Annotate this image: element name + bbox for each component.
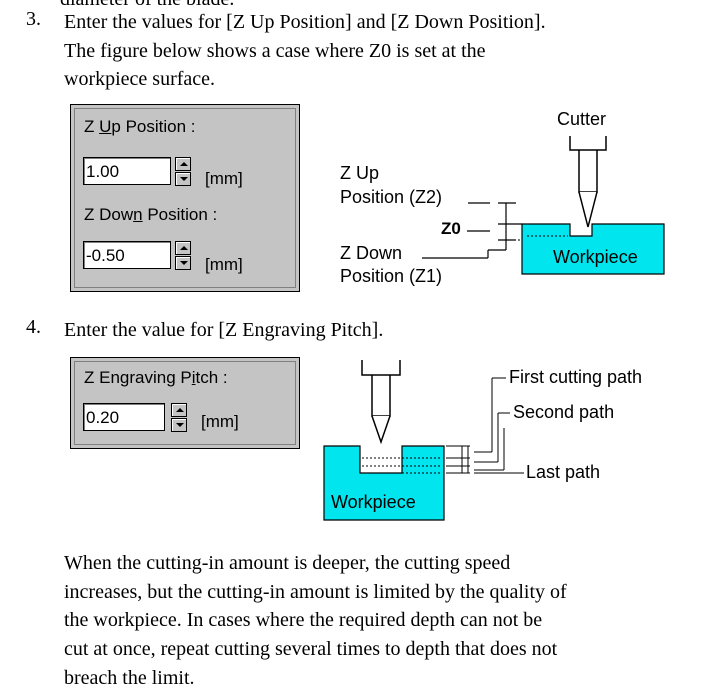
zdown-label: Z Down Position : bbox=[84, 205, 218, 224]
closing-line-1: When the cutting-in amount is deeper, th… bbox=[64, 552, 511, 574]
cutoff-text: diameter of the blade. bbox=[60, 0, 234, 11]
pitch-stepper[interactable] bbox=[171, 403, 187, 433]
workpiece-label-2: Workpiece bbox=[331, 492, 416, 512]
closing-line-2: increases, but the cutting-in amount is … bbox=[64, 581, 567, 603]
spin-up-icon[interactable] bbox=[175, 157, 191, 171]
engraving-pitch-diagram bbox=[323, 360, 524, 521]
cutter-tip bbox=[578, 191, 598, 228]
z-position-panel: Z Up Position : 1.00 [mm] Z Down Positio… bbox=[70, 104, 300, 292]
first-path-label: First cutting path bbox=[509, 367, 643, 387]
zup-input[interactable]: 1.00 bbox=[83, 157, 171, 185]
spin-down-icon[interactable] bbox=[171, 418, 187, 432]
step3-line-3: workpiece surface. bbox=[64, 68, 216, 90]
cutter-shank-2 bbox=[371, 375, 391, 417]
step3-line-2: The figure below shows a case where Z0 i… bbox=[64, 40, 486, 62]
zdown-diagram-line2: Position (Z1) bbox=[340, 266, 443, 286]
zup-diagram-line1: Z Up bbox=[340, 163, 380, 183]
zup-stepper[interactable] bbox=[175, 157, 191, 187]
cutter-holder-2 bbox=[361, 360, 401, 376]
workpiece-shape bbox=[521, 223, 665, 275]
step4-number: 4. bbox=[26, 316, 41, 338]
zdown-unit: [mm] bbox=[205, 255, 243, 274]
spin-down-icon[interactable] bbox=[175, 172, 191, 186]
workpiece-label-1: Workpiece bbox=[553, 247, 638, 267]
zdown-diagram-line1: Z Down bbox=[340, 243, 403, 263]
last-path-label: Last path bbox=[526, 462, 601, 482]
z0-label: Z0 bbox=[441, 219, 461, 238]
second-path-label: Second path bbox=[513, 402, 615, 422]
cutter-label: Cutter bbox=[557, 109, 607, 129]
zup-diagram-line2: Position (Z2) bbox=[340, 187, 443, 207]
step3-number: 3. bbox=[26, 8, 41, 30]
zdown-stepper[interactable] bbox=[175, 241, 191, 271]
pitch-input[interactable]: 0.20 bbox=[83, 403, 165, 431]
zdown-input[interactable]: -0.50 bbox=[83, 241, 171, 269]
closing-line-5: breach the limit. bbox=[64, 667, 195, 689]
pitch-label: Z Engraving Pitch : bbox=[84, 368, 228, 387]
cutter-holder bbox=[569, 136, 607, 151]
zup-unit: [mm] bbox=[205, 169, 243, 188]
z-position-diagram bbox=[422, 136, 665, 275]
step3-line-1: Enter the values for [Z Up Position] and… bbox=[64, 11, 546, 33]
cutter-tip-2 bbox=[371, 415, 391, 445]
closing-line-4: cut at once, repeat cutting several time… bbox=[64, 638, 558, 660]
cutter-shank bbox=[578, 150, 598, 193]
zup-label: Z Up Position : bbox=[84, 117, 196, 136]
spin-up-icon[interactable] bbox=[171, 403, 187, 417]
step4-line: Enter the value for [Z Engraving Pitch]. bbox=[64, 319, 384, 341]
closing-line-3: the workpiece. In cases where the requir… bbox=[64, 609, 543, 631]
workpiece-shape-2 bbox=[323, 445, 445, 521]
engraving-pitch-panel: Z Engraving Pitch : 0.20 [mm] bbox=[70, 357, 300, 449]
spin-down-icon[interactable] bbox=[175, 256, 191, 270]
pitch-unit: [mm] bbox=[201, 412, 239, 431]
spin-up-icon[interactable] bbox=[175, 241, 191, 255]
